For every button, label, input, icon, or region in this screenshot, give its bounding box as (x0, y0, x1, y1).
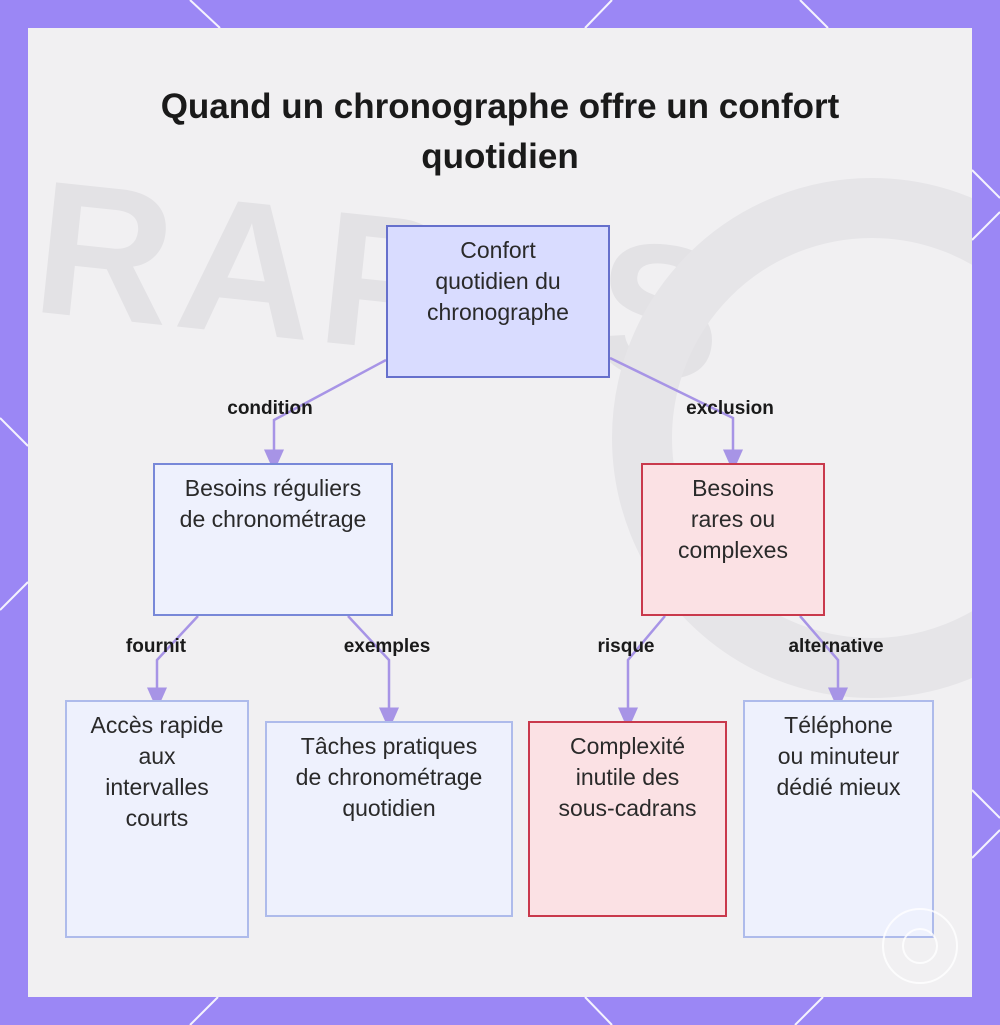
node-root-label: Confort quotidien du chronographe (427, 237, 569, 325)
node-regular-needs-label: Besoins réguliers de chronométrage (179, 475, 367, 532)
node-complexity-label: Complexité inutile des sous-cadrans (558, 733, 697, 821)
edge-label-exclusion: exclusion (686, 398, 774, 419)
node-phone-timer: Téléphone ou minuteur dédié mieux (743, 700, 934, 938)
node-phone-timer-label: Téléphone ou minuteur dédié mieux (776, 712, 901, 800)
node-rare-needs-label: Besoins rares ou complexes (678, 475, 788, 563)
node-complexity: Complexité inutile des sous-cadrans (528, 721, 727, 917)
edge-fournit (147, 615, 199, 710)
diagram-title: Quand un chronographe offre un confort q… (160, 87, 840, 176)
edge-label-exemples: exemples (343, 636, 431, 657)
node-practical-tasks: Tâches pratiques de chronométrage quotid… (265, 721, 513, 917)
edge-alternative (799, 615, 848, 710)
edge-condition (264, 358, 387, 472)
node-root: Confort quotidien du chronographe (386, 225, 610, 378)
node-regular-needs: Besoins réguliers de chronométrage (153, 463, 393, 616)
node-quick-access-label: Accès rapide aux intervalles courts (90, 712, 224, 831)
brand-logo-icon (882, 908, 958, 984)
node-rare-needs: Besoins rares ou complexes (641, 463, 825, 616)
edge-exclusion (609, 356, 743, 472)
edge-label-fournit: fournit (125, 636, 187, 657)
edge-label-condition: condition (227, 398, 313, 419)
edge-risque (618, 615, 666, 730)
node-quick-access: Accès rapide aux intervalles courts (65, 700, 249, 938)
edge-label-risque: risque (597, 636, 655, 657)
edge-exemples (347, 615, 399, 730)
edge-label-alternative: alternative (788, 636, 884, 657)
node-practical-tasks-label: Tâches pratiques de chronométrage quotid… (295, 733, 483, 821)
